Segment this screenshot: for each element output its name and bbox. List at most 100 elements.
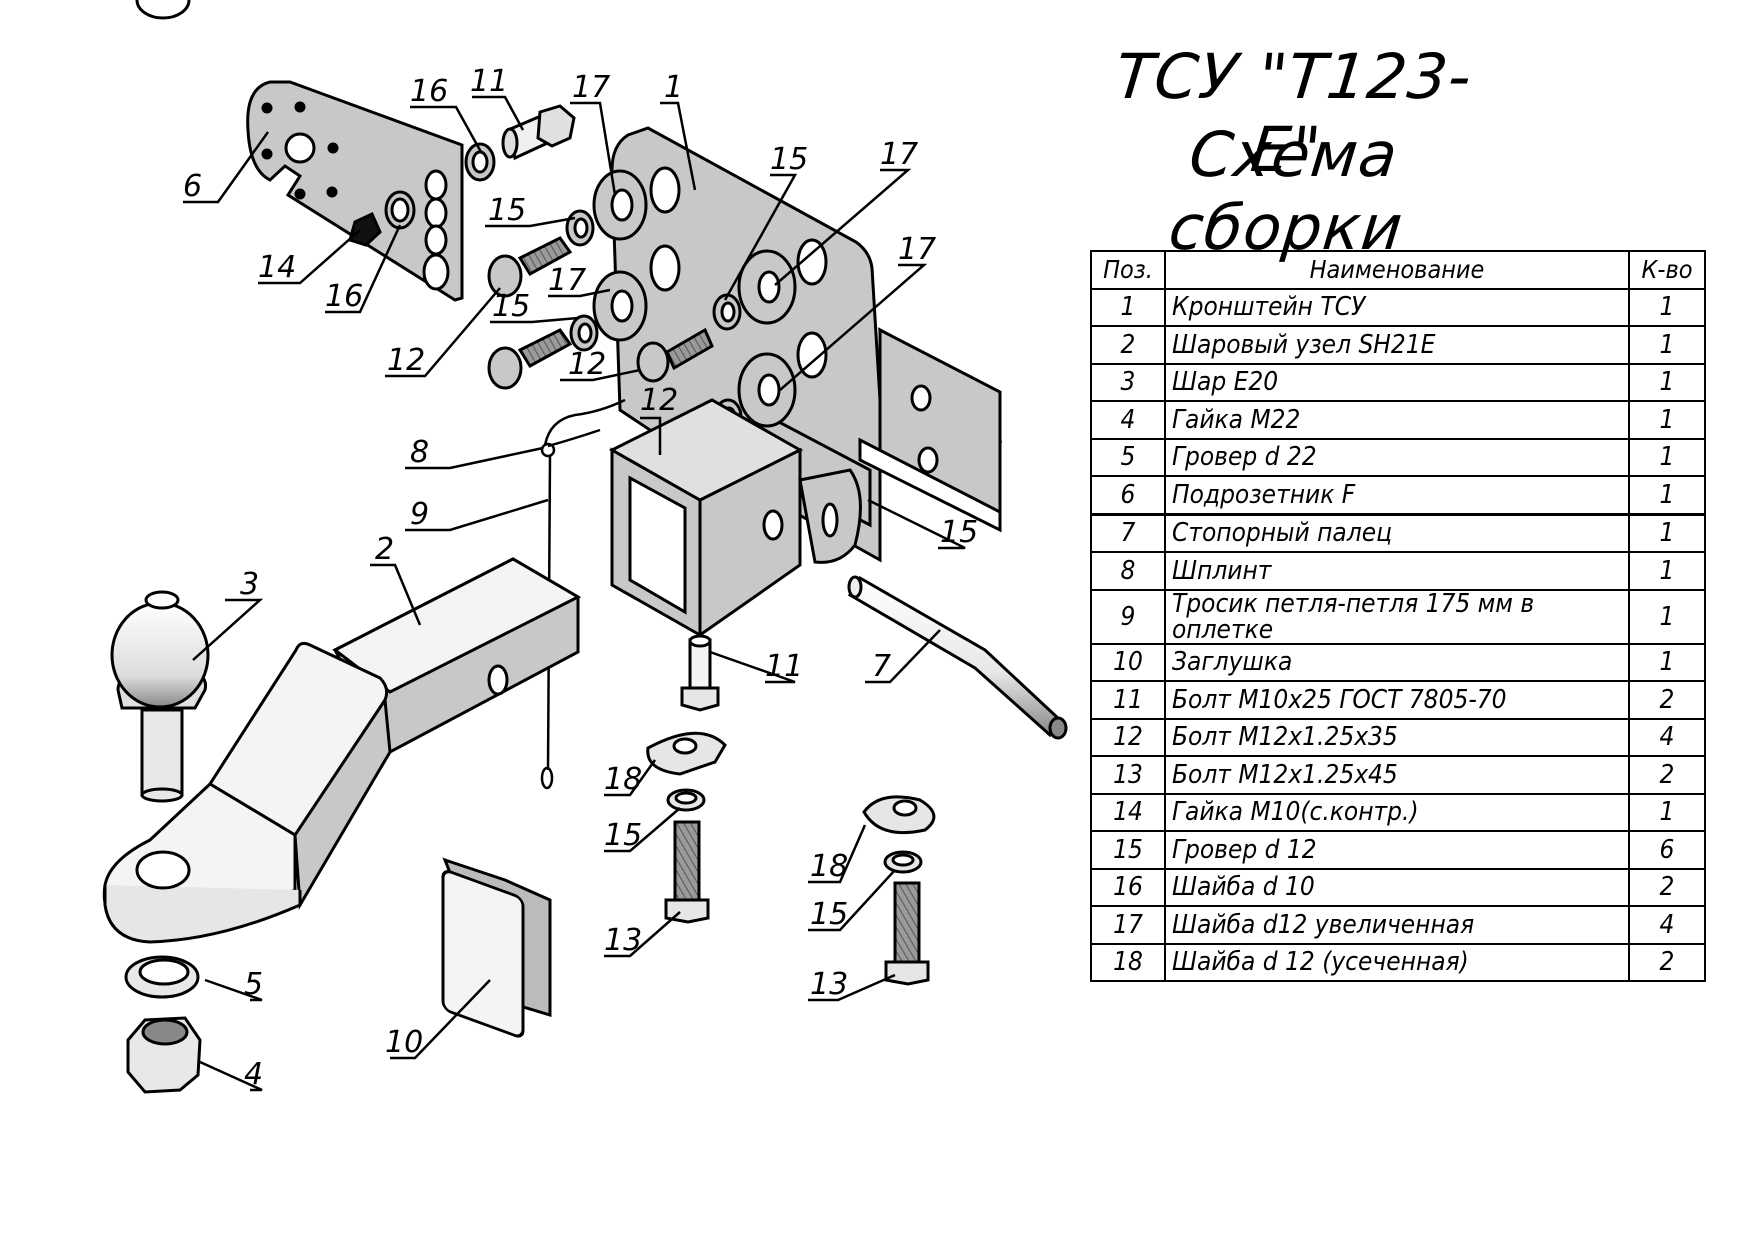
row-name: Шайба d 10	[1164, 867, 1630, 907]
callout-5: 5	[244, 967, 263, 1002]
row-name: Шаровый узел SH21E	[1164, 325, 1630, 365]
part-11-bolt-top	[501, 104, 576, 161]
row-pos: 17	[1090, 905, 1166, 945]
row-name: Заглушка	[1164, 642, 1630, 682]
row-qty: 2	[1628, 755, 1706, 795]
row-pos: 16	[1090, 867, 1166, 907]
row-qty: 1	[1628, 400, 1706, 440]
parts-table-header: Поз. Наименование К-во	[1090, 250, 1706, 290]
row-qty: 1	[1628, 325, 1706, 365]
row-qty: 6	[1628, 830, 1706, 870]
row-pos: 3	[1090, 362, 1166, 402]
header-pos: Поз.	[1090, 250, 1166, 290]
row-qty: 4	[1628, 905, 1706, 945]
callout-12: 12	[640, 383, 678, 418]
row-qty: 1	[1628, 551, 1706, 591]
row-name: Тросик петля-петля 175 мм в оплетке	[1164, 588, 1630, 645]
row-pos: 4	[1090, 400, 1166, 440]
row-name: Гайка М10(с.контр.)	[1164, 792, 1630, 832]
row-pos: 7	[1090, 512, 1166, 553]
callout-15: 15	[810, 897, 848, 932]
callout-14: 14	[258, 250, 296, 285]
callout-18: 18	[810, 849, 848, 884]
part-1-bracket	[610, 126, 1003, 563]
callout-11: 11	[470, 64, 508, 99]
callout-16: 16	[325, 279, 363, 314]
callout-17: 17	[880, 137, 918, 172]
row-pos: 11	[1090, 680, 1166, 720]
part-10-plug	[441, 857, 552, 1038]
row-qty: 2	[1628, 867, 1706, 907]
row-pos: 13	[1090, 755, 1166, 795]
callout-3: 3	[240, 567, 259, 602]
row-pos: 12	[1090, 717, 1166, 757]
callout-8: 8	[410, 435, 429, 470]
row-pos: 6	[1090, 475, 1166, 515]
callout-18: 18	[604, 762, 642, 797]
part-5-washer	[124, 955, 200, 999]
row-pos: 9	[1090, 588, 1166, 645]
row-name: Шайба d 12 (усеченная)	[1164, 942, 1630, 982]
callout-6: 6	[183, 169, 202, 204]
row-name: Кронштейн ТСУ	[1164, 287, 1630, 327]
row-name: Болт М10x25 ГОСТ 7805-70	[1164, 680, 1630, 720]
callout-17: 17	[572, 70, 610, 105]
row-pos: 10	[1090, 642, 1166, 682]
callout-17: 17	[898, 232, 936, 267]
row-name: Подрозетник F	[1164, 475, 1630, 515]
part-2-ball-mount	[102, 0, 582, 944]
row-name: Шплинт	[1164, 551, 1630, 591]
row-name: Шайба d12 увеличенная	[1164, 905, 1630, 945]
row-name: Гровер d 12	[1164, 830, 1630, 870]
row-pos: 5	[1090, 437, 1166, 477]
row-name: Гровер d 22	[1164, 437, 1630, 477]
header-name: Наименование	[1164, 250, 1630, 290]
callout-11: 11	[765, 649, 803, 684]
row-qty: 1	[1628, 792, 1706, 832]
row-pos: 15	[1090, 830, 1166, 870]
row-qty: 4	[1628, 717, 1706, 757]
part-15-lock-washers-lower	[666, 788, 923, 874]
part-13-bolts	[664, 820, 930, 986]
row-qty: 1	[1628, 512, 1706, 553]
row-qty: 1	[1628, 362, 1706, 402]
callout-13: 13	[604, 923, 642, 958]
callout-16: 16	[410, 74, 448, 109]
callout-15: 15	[488, 193, 526, 228]
row-qty: 1	[1628, 642, 1706, 682]
part-17-washers	[592, 169, 797, 428]
callout-2: 2	[375, 532, 394, 567]
row-qty: 1	[1628, 437, 1706, 477]
row-name: Стопорный палец	[1164, 512, 1630, 553]
row-pos: 1	[1090, 287, 1166, 327]
part-3-tow-ball	[110, 590, 210, 803]
drawing-subtitle: Схема сборки	[1165, 118, 1407, 264]
callout-1: 1	[664, 70, 683, 105]
part-7-lock-pin	[847, 575, 1068, 740]
callout-15: 15	[604, 818, 642, 853]
row-pos: 2	[1090, 325, 1166, 365]
callout-17: 17	[548, 263, 586, 298]
callout-labels: 6 16 11 14 16 15 15 17 1 17 12 12 12 15 …	[183, 64, 978, 1092]
row-pos: 18	[1090, 942, 1166, 982]
callout-10: 10	[385, 1025, 423, 1060]
callout-13: 13	[810, 967, 848, 1002]
row-qty: 1	[1628, 475, 1706, 515]
row-name: Болт М12x1.25x45	[1164, 755, 1630, 795]
